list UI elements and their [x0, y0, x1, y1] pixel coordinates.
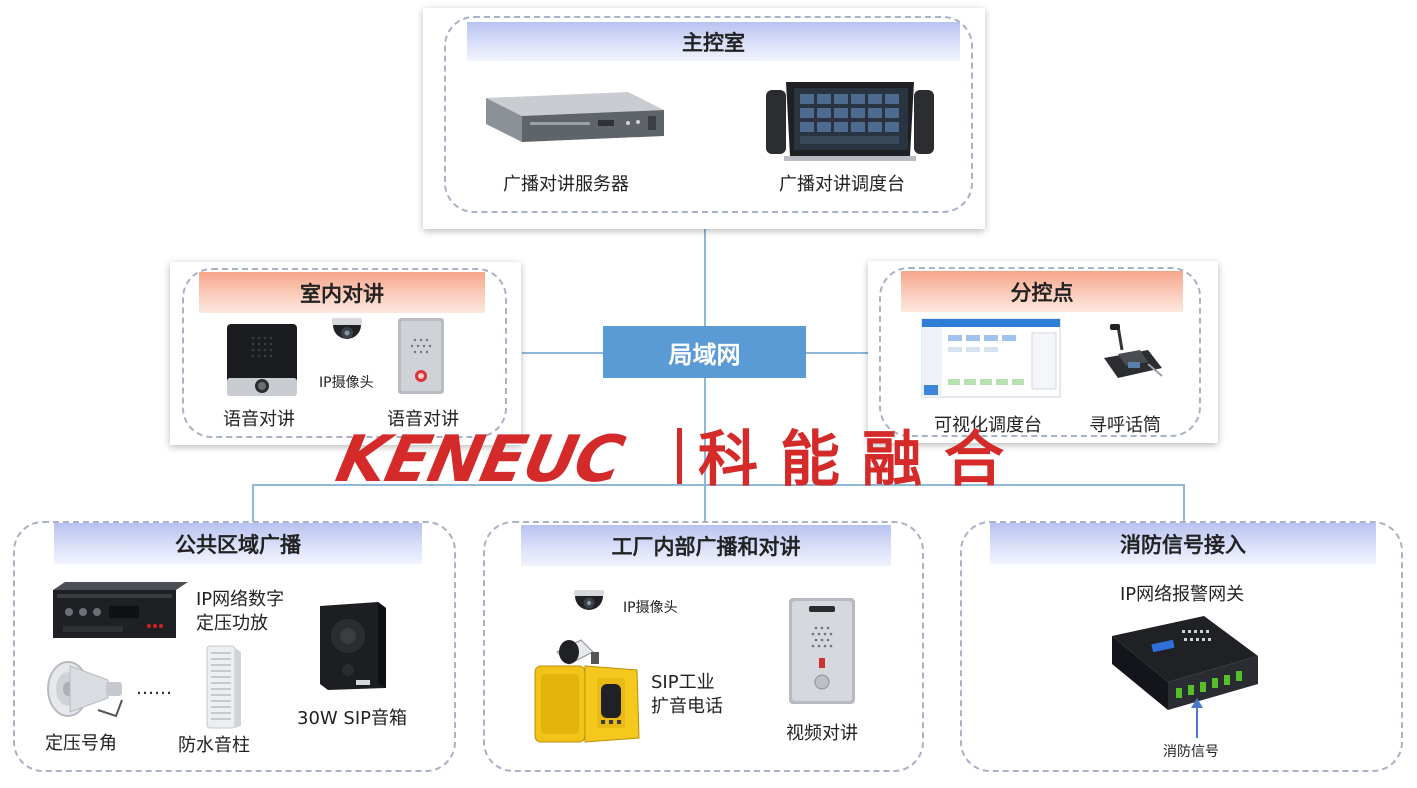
sip-speaker-label: 30W SIP音箱 — [297, 704, 407, 730]
connector-branch-to-lan — [806, 352, 868, 354]
brand-logo-cn: 科能融合 — [698, 430, 1026, 490]
connector-bus-to-fire — [1183, 484, 1185, 522]
more-devices-ellipsis: …… — [136, 678, 172, 699]
broadcast-server-icon — [478, 92, 666, 148]
paging-microphone-label: 寻呼话筒 — [1089, 411, 1161, 437]
factory-title: 工厂内部广播和对讲 — [521, 525, 891, 566]
visual-dispatch-screen-icon — [922, 319, 1060, 397]
broadcast-server-label: 广播对讲服务器 — [503, 170, 629, 196]
branch-control-title: 分控点 — [901, 271, 1183, 312]
waterproof-column-speaker-icon — [203, 646, 241, 730]
paging-microphone-icon — [1100, 324, 1164, 382]
main-room-title: 主控室 — [467, 22, 960, 61]
digital-amplifier-label: IP网络数字 定压功放 — [196, 588, 284, 636]
sip-speaker-icon — [320, 602, 386, 690]
alarm-gateway-icon — [1112, 616, 1260, 712]
sip-industrial-phone-label: SIP工业 扩音电话 — [651, 671, 723, 719]
digital-amplifier-icon — [53, 582, 188, 638]
horn-speaker-icon — [46, 660, 128, 718]
horn-speaker-label: 定压号角 — [45, 729, 117, 755]
ip-camera-icon-indoor — [330, 318, 364, 352]
connector-bus-to-public — [252, 484, 254, 522]
public-area-title: 公共区域广播 — [54, 523, 422, 564]
voice-intercom-panel-icon — [227, 324, 297, 396]
fire-signal-label: 消防信号 — [1163, 741, 1219, 761]
video-intercom-icon — [789, 598, 855, 704]
waterproof-column-label: 防水音柱 — [178, 731, 250, 757]
ip-camera-icon-factory — [572, 590, 606, 620]
voice-intercom-label-1: 语音对讲 — [223, 405, 295, 431]
lan-node: 局域网 — [603, 326, 806, 378]
brand-logo-en: KENEUC — [331, 428, 628, 492]
indoor-intercom-title: 室内对讲 — [199, 272, 485, 313]
dispatch-console-label: 广播对讲调度台 — [779, 170, 905, 196]
fire-signal-title: 消防信号接入 — [990, 523, 1376, 564]
dispatch-console-icon — [764, 76, 936, 162]
alarm-gateway-label: IP网络报警网关 — [1120, 580, 1244, 606]
ip-camera-label-indoor: IP摄像头 — [319, 372, 374, 392]
sip-industrial-phone-icon — [533, 638, 643, 744]
ip-camera-label-factory: IP摄像头 — [623, 597, 678, 617]
video-intercom-label: 视频对讲 — [786, 719, 858, 745]
fire-signal-arrow-icon — [1191, 698, 1203, 738]
connector-indoor-to-lan — [522, 352, 604, 354]
connector-main-to-lan — [704, 229, 706, 329]
voice-intercom-steel-icon — [398, 318, 444, 394]
brand-divider — [677, 428, 682, 484]
